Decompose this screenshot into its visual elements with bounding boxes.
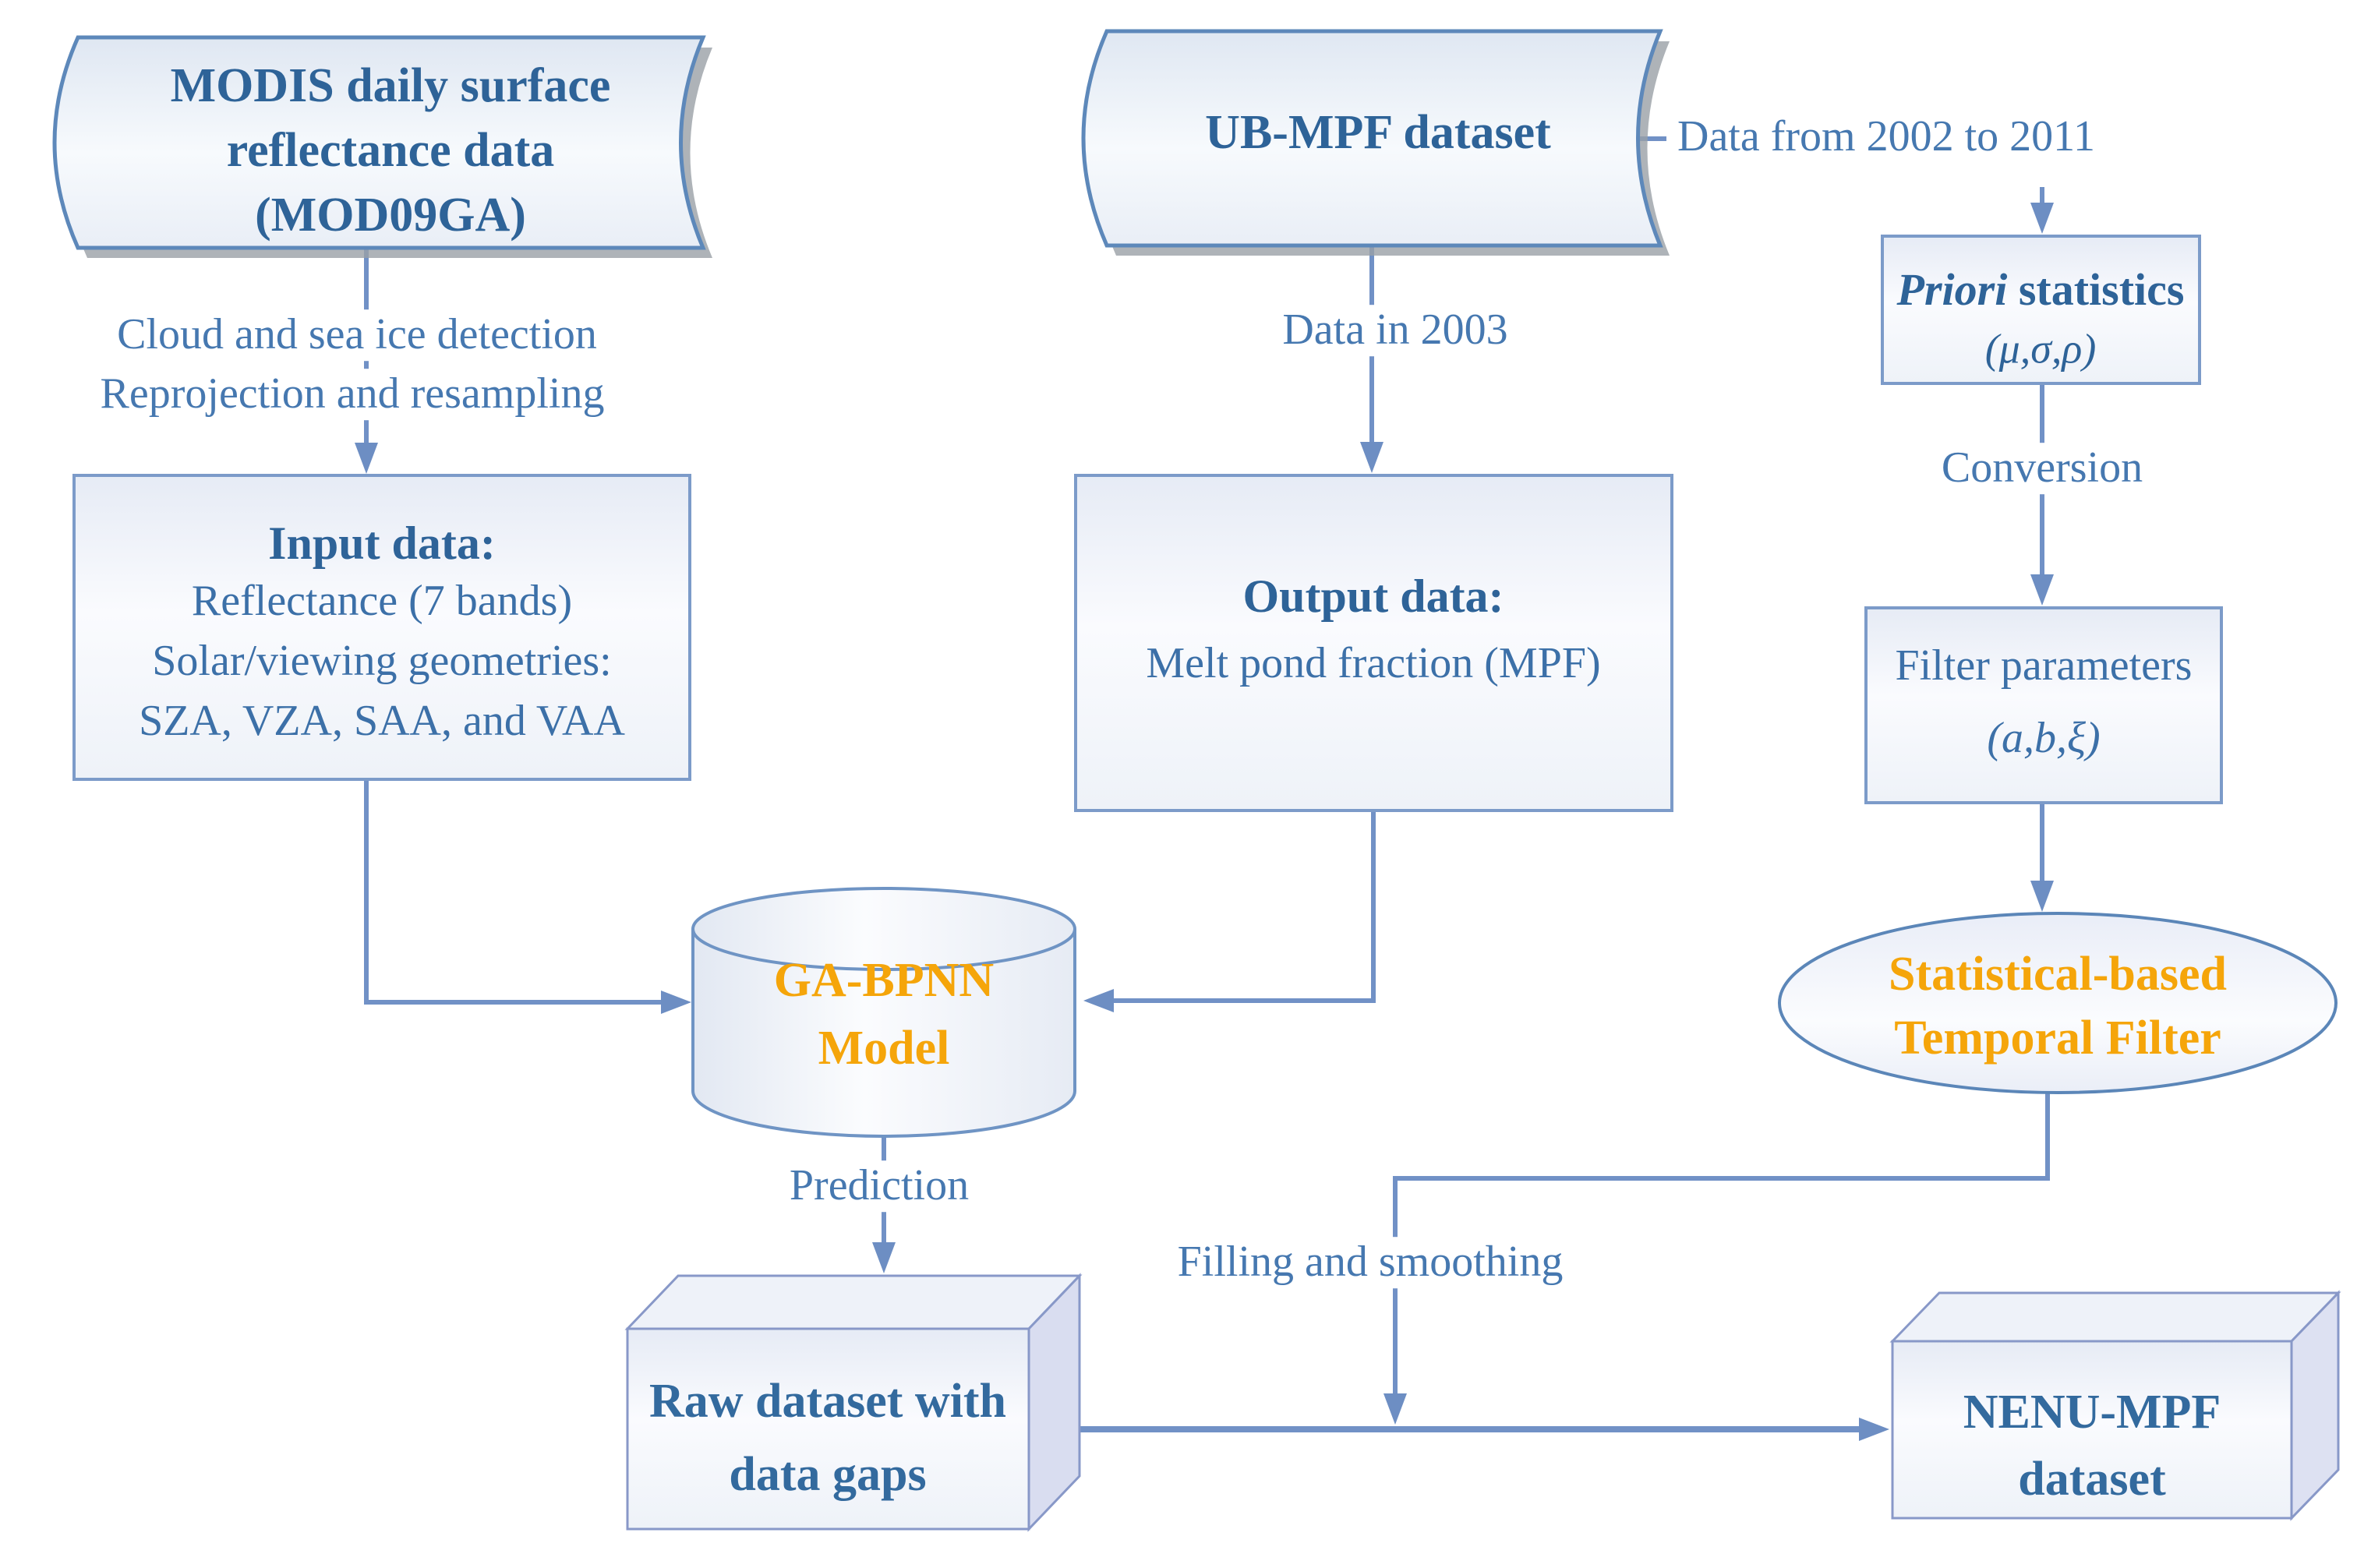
output-data-box	[1074, 474, 1673, 812]
arrowhead-filling-into-mainline	[1383, 1393, 1407, 1425]
priori-box-title: Priori statistics	[1897, 265, 2185, 315]
edge-label-filling-smoothing: Filling and smoothing	[1169, 1237, 1571, 1288]
arrowhead-into-input	[355, 443, 378, 474]
output-box-line1: Melt pond fraction (MPF)	[1146, 639, 1601, 688]
temporal-filter-line2: Temporal Filter	[1894, 1011, 2221, 1065]
priori-box-title-italic: Priori	[1896, 264, 2008, 316]
nenu-cube-top-face	[1889, 1291, 2341, 1343]
input-data-box	[72, 474, 691, 781]
raw-cube-top-face	[624, 1274, 1083, 1330]
model-line1: GA-BPNN	[773, 953, 995, 1007]
edge-label-prediction: Prediction	[781, 1160, 977, 1212]
ga-bpnn-cylinder-top	[691, 887, 1076, 971]
input-box-line3: SZA, VZA, SAA, and VAA	[139, 697, 625, 746]
nenu-cube-line1: NENU-MPF	[1963, 1385, 2221, 1439]
modis-title-line3: (MOD09GA)	[255, 188, 526, 242]
temporal-filter-line1: Statistical-based	[1889, 947, 2227, 1001]
temporal-filter-ellipse	[1778, 912, 2338, 1094]
priori-box-title-rest: statistics	[2007, 264, 2185, 316]
arrowhead-into-raw	[872, 1242, 896, 1273]
arrowhead-into-output	[1360, 442, 1383, 473]
modis-title-line1: MODIS daily surface	[170, 58, 611, 112]
raw-cube-line2: data gaps	[729, 1447, 927, 1501]
arrowhead-into-nenu	[1859, 1418, 1889, 1441]
priori-box-params: (μ,σ,ρ)	[1984, 325, 2097, 373]
nenu-cube-line2: dataset	[2018, 1452, 2166, 1506]
edge-label-data-2003: Data in 2003	[1274, 305, 1516, 356]
raw-cube-front-face	[626, 1327, 1030, 1531]
connector-input-model	[364, 779, 662, 1005]
arrowheads	[355, 203, 2054, 1441]
arrowhead-into-filter	[2030, 574, 2054, 606]
arrowhead-into-priori	[2030, 203, 2054, 234]
raw-cube-line1: Raw dataset with	[648, 1374, 1007, 1428]
ubmpf-title: UB-MPF dataset	[1205, 105, 1551, 159]
ubmpf-stored-data-shape	[1081, 29, 1663, 248]
input-box-line1: Reflectance (7 bands)	[191, 577, 573, 626]
arrowhead-into-model-left	[661, 991, 691, 1014]
arrowhead-into-model-right	[1083, 989, 1114, 1012]
filter-parameters-box	[1864, 606, 2223, 804]
ga-bpnn-cylinder-body	[691, 929, 1076, 1138]
edge-label-reprojection: Reprojection and resampling	[92, 369, 613, 420]
connector-output-model	[1113, 810, 1376, 1003]
edge-label-data-2002-2011: Data from 2002 to 2011	[1674, 111, 2099, 163]
modis-title-line2: reflectance data	[226, 123, 555, 177]
modis-stored-data-shape	[52, 35, 706, 250]
model-line2: Model	[818, 1021, 950, 1075]
nenu-cube-front-face	[1891, 1340, 2293, 1520]
input-box-title: Input data:	[268, 517, 496, 569]
priori-statistics-box	[1881, 235, 2201, 385]
edge-label-cloud-detection: Cloud and sea ice detection	[109, 309, 605, 361]
filter-box-line1: Filter parameters	[1895, 641, 2193, 690]
arrowhead-into-ellipse	[2030, 881, 2054, 912]
input-box-line2: Solar/viewing geometries:	[152, 637, 612, 686]
filter-box-params: (a,b,ξ)	[1987, 714, 2101, 763]
output-box-title: Output data:	[1242, 570, 1504, 622]
edge-label-conversion: Conversion	[1933, 443, 2151, 494]
